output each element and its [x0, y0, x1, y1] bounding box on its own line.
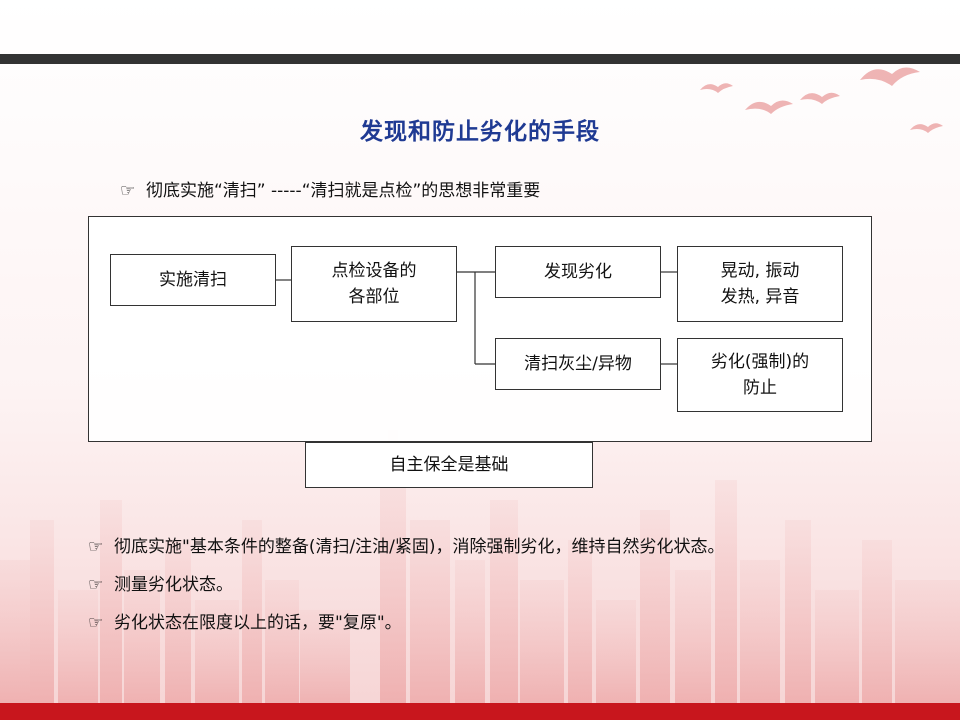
intro-line: ☞ 彻底实施“清扫” -----“清扫就是点检”的思想非常重要 [120, 176, 540, 201]
top-divider-bar [0, 54, 960, 64]
bullet-item: ☞ 劣化状态在限度以上的话，要"复原"。 [88, 608, 725, 646]
bullet-item: ☞ 彻底实施"基本条件的整备(清扫/注油/紧固)，消除强制劣化，维持自然劣化状态。 [88, 532, 725, 570]
node-find-deterioration: 发现劣化 [495, 246, 661, 298]
node-implement-cleaning: 实施清扫 [110, 254, 276, 306]
intro-text: 彻底实施“清扫” -----“清扫就是点检”的思想非常重要 [146, 181, 541, 201]
node-symptoms: 晃动, 振动 发热, 异音 [677, 246, 843, 322]
pointing-hand-icon: ☞ [88, 613, 104, 633]
birds-decoration [700, 67, 943, 133]
slide-title: 发现和防止劣化的手段 [360, 119, 600, 145]
bottom-accent-bar [0, 703, 960, 720]
bullet-list: ☞ 彻底实施"基本条件的整备(清扫/注油/紧固)，消除强制劣化，维持自然劣化状态。… [88, 532, 725, 646]
pointing-hand-icon: ☞ [88, 575, 104, 595]
node-clean-dust: 清扫灰尘/异物 [495, 338, 661, 390]
node-prevent-forced-deterioration: 劣化(强制)的 防止 [677, 338, 843, 412]
bullet-item: ☞ 测量劣化状态。 [88, 570, 725, 608]
city-skyline [0, 430, 960, 710]
node-inspect-parts: 点检设备的 各部位 [291, 246, 457, 322]
pointing-hand-icon: ☞ [120, 181, 136, 201]
bullet-text: 劣化状态在限度以上的话，要"复原"。 [114, 613, 402, 633]
pointing-hand-icon: ☞ [88, 537, 104, 557]
bullet-text: 彻底实施"基本条件的整备(清扫/注油/紧固)，消除强制劣化，维持自然劣化状态。 [114, 537, 725, 557]
base-label-box: 自主保全是基础 [305, 442, 593, 488]
bullet-text: 测量劣化状态。 [114, 575, 233, 595]
